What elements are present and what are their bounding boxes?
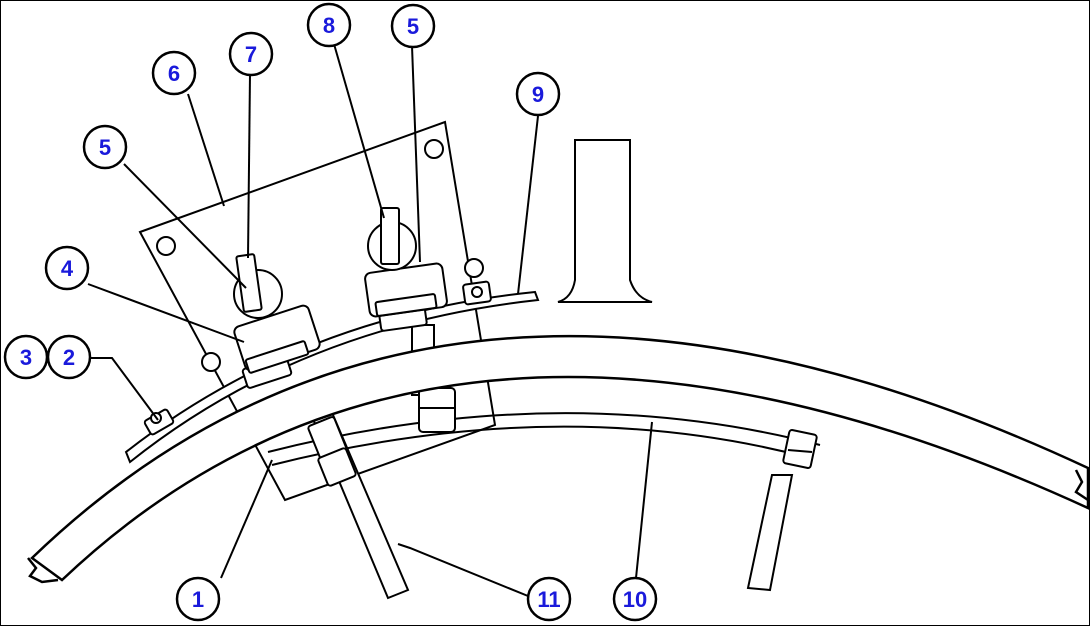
callout-4: 4 [44, 245, 90, 291]
left-valve [233, 253, 321, 389]
callout-label: 8 [323, 13, 335, 38]
callout-label: 5 [99, 135, 111, 160]
leader-lines [87, 43, 653, 597]
leader-9 [517, 115, 539, 295]
leader-5b [411, 45, 421, 263]
callout-7: 7 [228, 31, 274, 77]
callout-9: 9 [515, 71, 561, 117]
curved-rail [27, 334, 1090, 584]
mounting-plate [138, 120, 497, 502]
leader-6 [187, 93, 225, 207]
callout-label: 9 [532, 82, 544, 107]
leader-8 [333, 43, 385, 219]
vertical-post [557, 139, 653, 303]
bolt-right [462, 280, 492, 306]
left-hose [298, 378, 410, 600]
right-hose [746, 429, 818, 592]
plate-hole [201, 352, 221, 372]
callout-5a: 5 [82, 124, 128, 170]
callout-label: 10 [623, 587, 647, 612]
plate-hole [156, 236, 176, 256]
callout-10: 10 [612, 576, 658, 622]
callout-2: 2 [46, 334, 92, 380]
callout-label: 7 [245, 42, 257, 67]
leader-2-3 [90, 357, 159, 421]
callout-1: 1 [175, 576, 221, 622]
callout-label: 6 [168, 61, 180, 86]
leader-4 [87, 283, 245, 343]
plate-hole [424, 139, 444, 159]
leader-7 [247, 73, 251, 259]
callout-8: 8 [306, 2, 352, 48]
inner-ring [267, 412, 821, 466]
callout-5b: 5 [390, 3, 436, 49]
leader-1 [220, 459, 273, 579]
callout-label: 11 [537, 587, 560, 612]
right-valve [364, 207, 448, 332]
callout-label: 5 [407, 14, 419, 39]
callout-3: 3 [3, 334, 49, 380]
callout-label: 1 [192, 587, 204, 612]
leader-10 [635, 421, 653, 579]
callout-label: 2 [63, 345, 75, 370]
plate-hole [464, 258, 484, 278]
leader-11 [397, 543, 529, 597]
callout-6: 6 [151, 50, 197, 96]
callout-11: 11 [526, 576, 572, 622]
callout-label: 4 [61, 256, 74, 281]
leader-5a [123, 163, 247, 289]
callout-label: 3 [20, 345, 32, 370]
